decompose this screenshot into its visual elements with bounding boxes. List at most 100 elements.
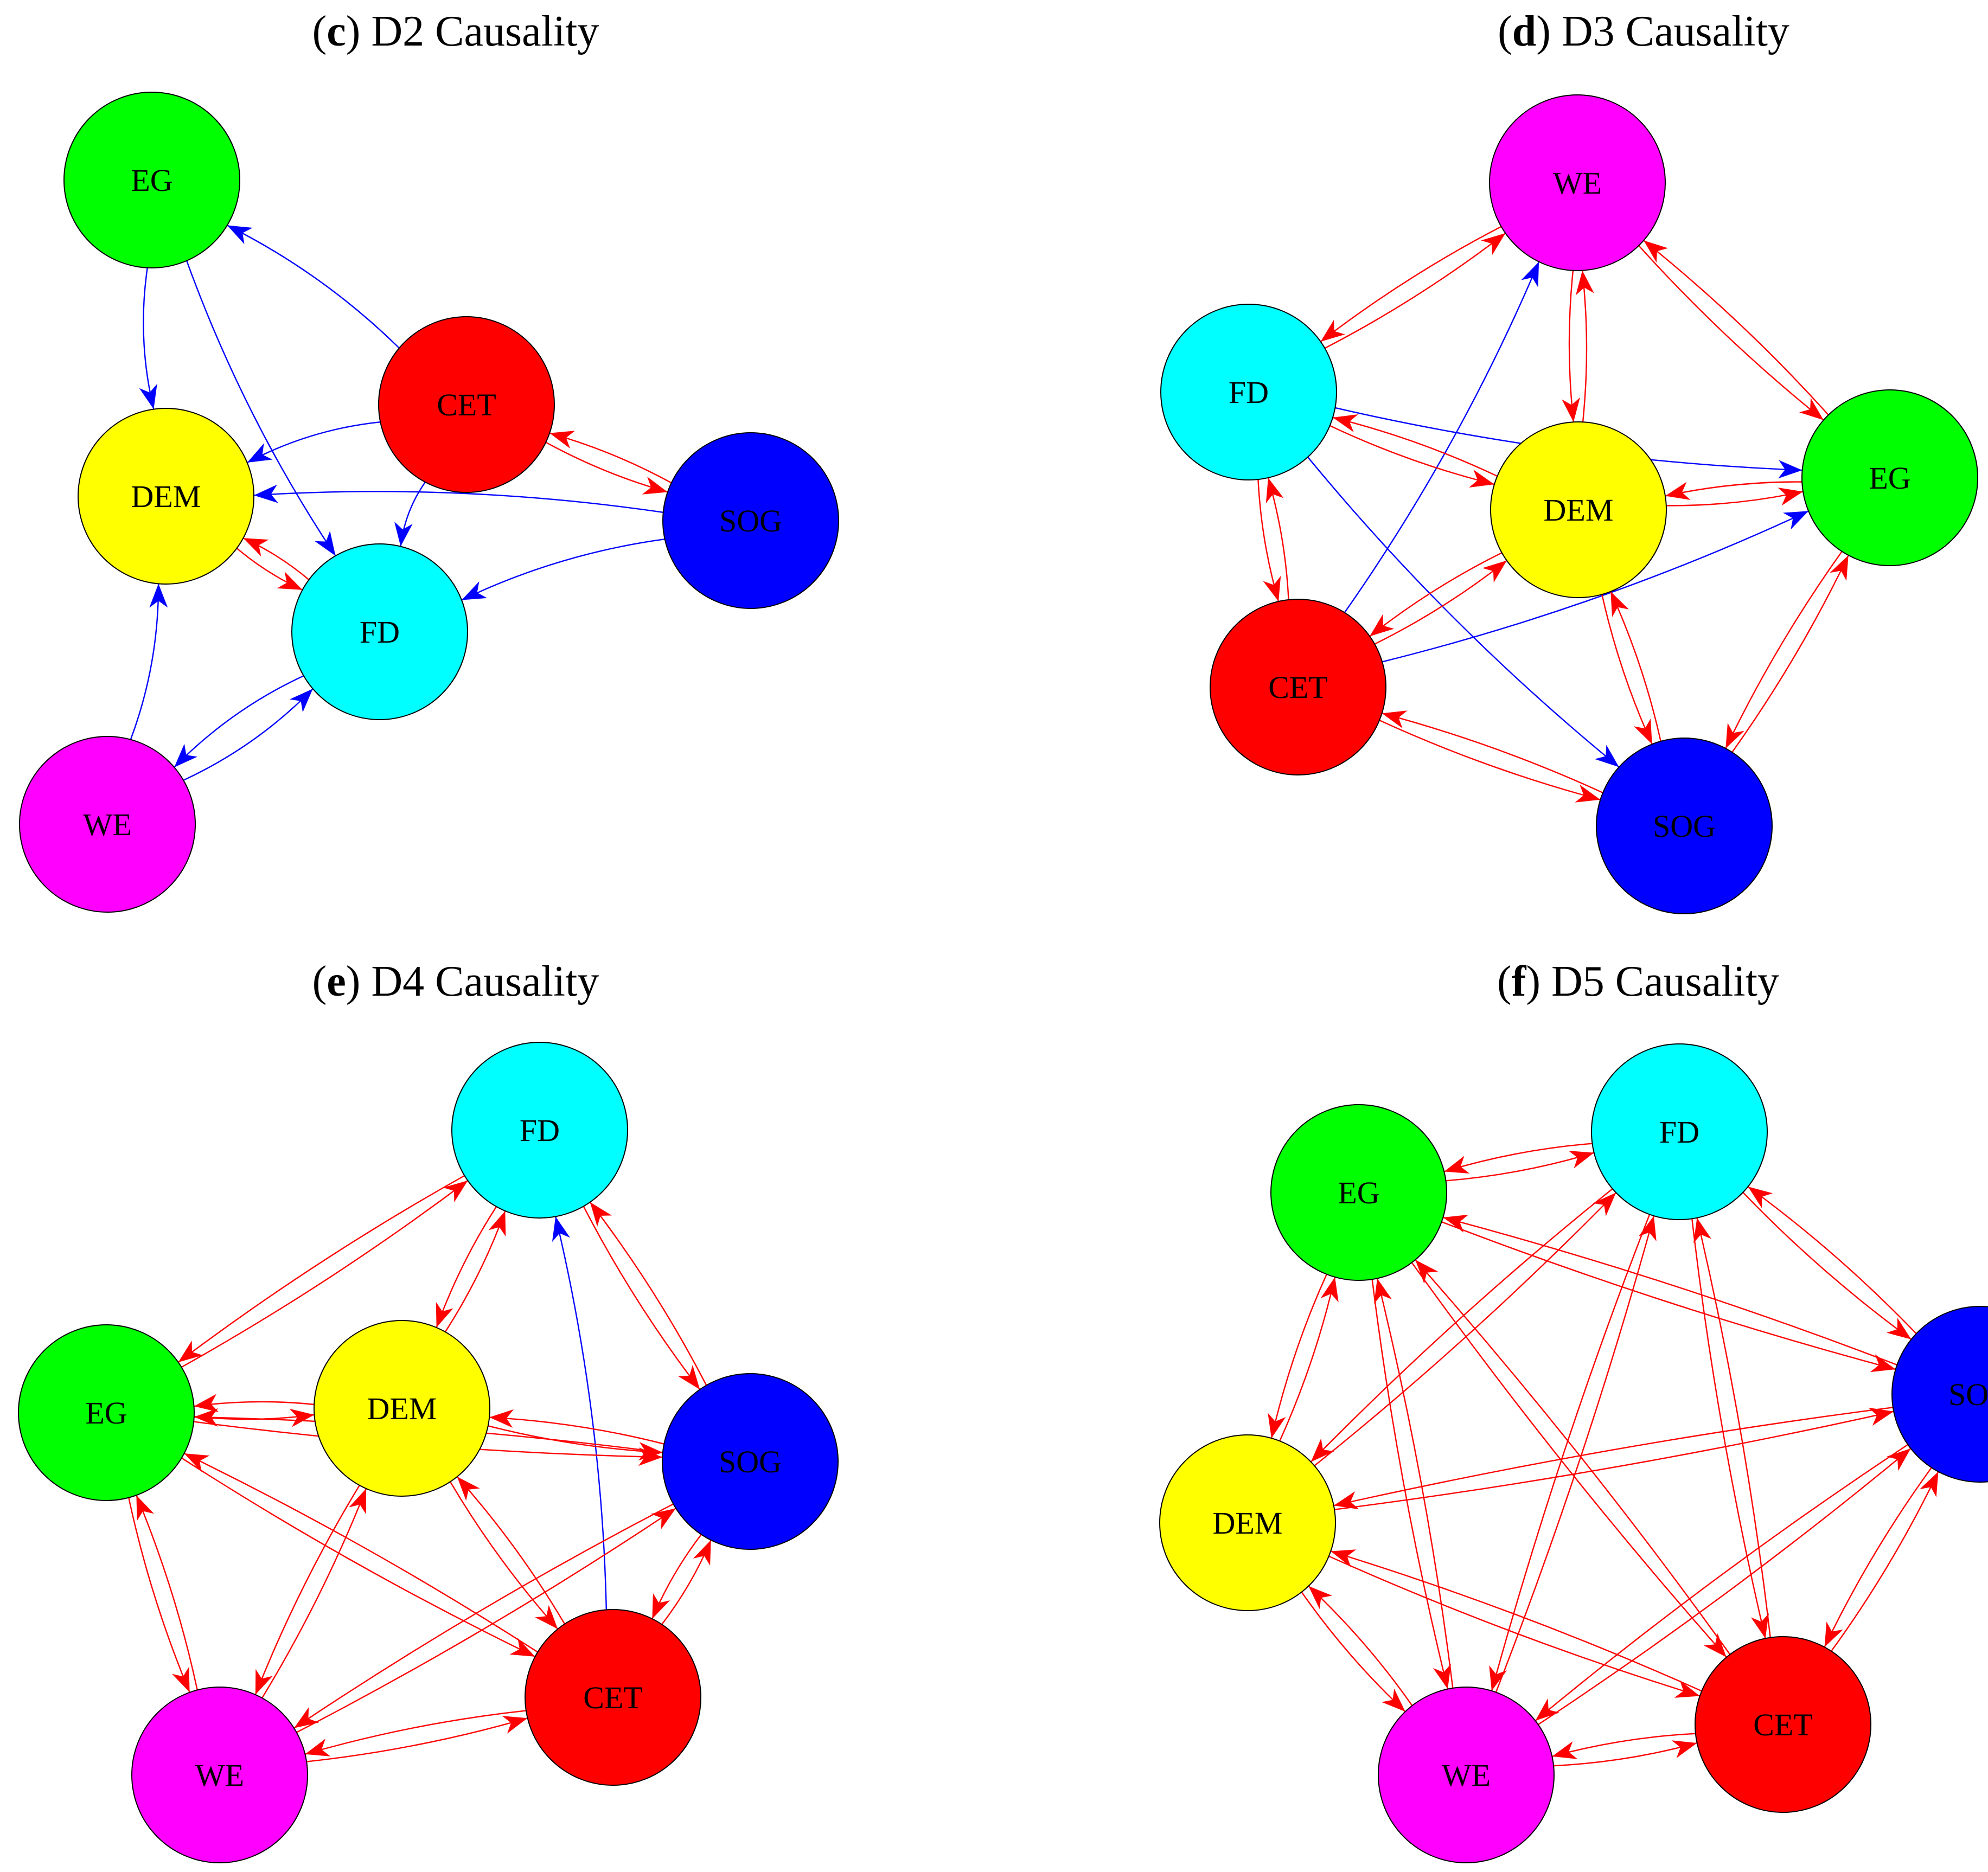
panel-title-f: (f) D5 Causality xyxy=(1497,958,1779,1005)
edge-dem-cet-reverse xyxy=(456,1476,565,1625)
edge-sog-we-reverse-arrowhead xyxy=(650,1508,676,1529)
edge-eg-fd-reverse-arrowhead xyxy=(1444,1156,1470,1174)
edge-cet-fd-arrowhead xyxy=(394,521,413,547)
edge-eg-sog-arrowhead xyxy=(1725,723,1744,749)
edge-fd-cet-reverse xyxy=(1696,1217,1771,1638)
edge-eg-we-reverse-arrowhead xyxy=(136,1495,154,1521)
node-label: WE xyxy=(1442,1758,1491,1793)
edge-cet-eg-arrowhead xyxy=(227,225,253,245)
node-we: WE xyxy=(1378,1687,1555,1863)
node-label: DEM xyxy=(367,1391,437,1426)
edge-dem-cet-arrowhead xyxy=(535,1605,558,1629)
edge-we-fd-reverse xyxy=(1324,233,1506,349)
edge-cet-sog-reverse-arrowhead xyxy=(1382,710,1408,729)
edge-eg-dem-arrowhead xyxy=(1268,1413,1286,1439)
edge-we-fd-reverse-arrowhead xyxy=(1481,233,1506,255)
edge-sog-dem-reverse-arrowhead xyxy=(1868,1407,1894,1426)
edge-eg-fd-reverse xyxy=(1443,1143,1593,1172)
edge-fd-dem xyxy=(436,1206,497,1328)
edge-eg-we-reverse xyxy=(1376,1278,1454,1689)
edge-fd-dem-reverse-arrowhead xyxy=(1333,414,1358,432)
edge-we-eg-reverse-arrowhead xyxy=(1644,240,1669,263)
edge-eg-cet-reverse-arrowhead xyxy=(1415,1260,1439,1284)
edge-we-dem-arrowhead xyxy=(1562,397,1580,422)
edge-fd-dem-arrowhead xyxy=(1469,470,1494,488)
panel-f-graph: EGFDSOGDEMCETWE xyxy=(1159,1043,1988,1863)
edge-sog-cet-arrowhead xyxy=(652,1593,670,1619)
edge-we-fd xyxy=(1320,226,1502,342)
edge-fd-sog xyxy=(1742,1191,1912,1340)
edge-eg-sog-arrowhead xyxy=(1870,1354,1896,1373)
edge-we-dem xyxy=(1568,270,1575,422)
node-label: SOG xyxy=(719,503,782,538)
edge-eg-we xyxy=(128,1497,190,1693)
edges xyxy=(128,1175,712,1762)
panel-title-d: (d) D3 Causality xyxy=(1498,8,1789,55)
edge-we-eg xyxy=(1638,245,1824,421)
edge-sog-dem xyxy=(253,491,663,514)
edge-cet-sog-arrowhead xyxy=(642,476,668,495)
edge-dem-we-arrowhead xyxy=(255,1669,273,1695)
edge-fd-cet-reverse-arrowhead xyxy=(1265,477,1284,503)
panel-title-text: D4 Causality xyxy=(371,958,599,1005)
edge-sog-fd-arrowhead xyxy=(462,581,488,600)
edges xyxy=(1257,226,1849,803)
edge-we-eg-reverse xyxy=(1643,240,1829,415)
edge-fd-cet xyxy=(1691,1219,1766,1639)
node-label: CET xyxy=(1753,1707,1813,1742)
edge-we-fd xyxy=(183,688,314,781)
edge-dem-cet xyxy=(1369,552,1503,637)
edge-eg-sog-reverse xyxy=(1443,1216,1897,1365)
edge-fd-cet-reverse-arrowhead xyxy=(1693,1217,1712,1243)
edge-fd-eg-arrowhead xyxy=(1778,460,1802,479)
edge-eg-sog-reverse xyxy=(1731,555,1849,753)
edge-dem-cet-arrowhead xyxy=(1370,614,1395,637)
edge-eg-sog-reverse-arrowhead xyxy=(1830,555,1849,581)
node-circle xyxy=(1160,304,1337,480)
edge-eg-dem xyxy=(1270,1274,1327,1439)
edge-dem-eg-reverse-arrowhead xyxy=(1665,482,1691,500)
edge-fd-sog xyxy=(583,1206,701,1390)
edge-fd-sog-arrowhead xyxy=(677,1364,700,1390)
node-circle xyxy=(1378,1687,1555,1863)
node-circle xyxy=(1801,389,1978,566)
edge-fd-we-arrowhead xyxy=(174,743,198,767)
edge-we-dem xyxy=(130,584,159,740)
node-fd: FD xyxy=(451,1042,628,1219)
edge-we-eg-arrowhead xyxy=(1799,398,1824,420)
edge-cet-eg xyxy=(1382,510,1809,663)
node-we: WE xyxy=(1489,94,1666,271)
edge-fd-dem-reverse xyxy=(1332,416,1498,477)
edge-we-dem-arrowhead xyxy=(149,584,168,608)
edge-dem-eg-arrowhead xyxy=(1778,488,1804,506)
edge-dem-sog-reverse-arrowhead xyxy=(1610,591,1629,617)
edge-eg-cet-reverse xyxy=(184,1453,538,1653)
node-label: FD xyxy=(520,1113,560,1148)
edge-fd-dem xyxy=(1310,1188,1613,1463)
edge-cet-dem xyxy=(247,421,381,464)
edge-dem-sog xyxy=(1601,594,1653,745)
edge-dem-sog xyxy=(488,1425,663,1453)
edge-fd-dem-arrowhead xyxy=(436,1302,453,1328)
edge-cet-sog-arrowhead xyxy=(1575,784,1601,803)
panel-title-e: (e) D4 Causality xyxy=(312,958,599,1005)
edge-sog-dem xyxy=(1333,1407,1893,1506)
edge-dem-we-reverse-arrowhead xyxy=(1308,1586,1333,1610)
edge-eg-cet-arrowhead xyxy=(509,1638,535,1657)
edge-cet-we xyxy=(1344,261,1540,613)
edge-fd-dem-arrowhead xyxy=(1311,1438,1334,1462)
edge-we-dem-reverse-arrowhead xyxy=(1576,270,1594,296)
edge-we-cet xyxy=(306,1717,528,1762)
edge-dem-fd-reverse-arrowhead xyxy=(243,538,269,556)
edge-dem-we-reverse-arrowhead xyxy=(349,1488,367,1515)
edge-sog-dem-arrowhead xyxy=(1333,1491,1359,1510)
edge-sog-cet-arrowhead xyxy=(1824,1621,1843,1647)
node-cet: CET xyxy=(525,1609,701,1786)
edge-we-cet-reverse-arrowhead xyxy=(305,1739,331,1756)
node-circle xyxy=(451,1042,628,1219)
edge-eg-cet-reverse-arrowhead xyxy=(184,1453,210,1472)
node-label: EG xyxy=(1869,460,1910,496)
edge-sog-dem-arrowhead xyxy=(253,484,278,503)
node-circle xyxy=(131,1687,308,1863)
edge-dem-sog-reverse-arrowhead xyxy=(489,1409,514,1428)
